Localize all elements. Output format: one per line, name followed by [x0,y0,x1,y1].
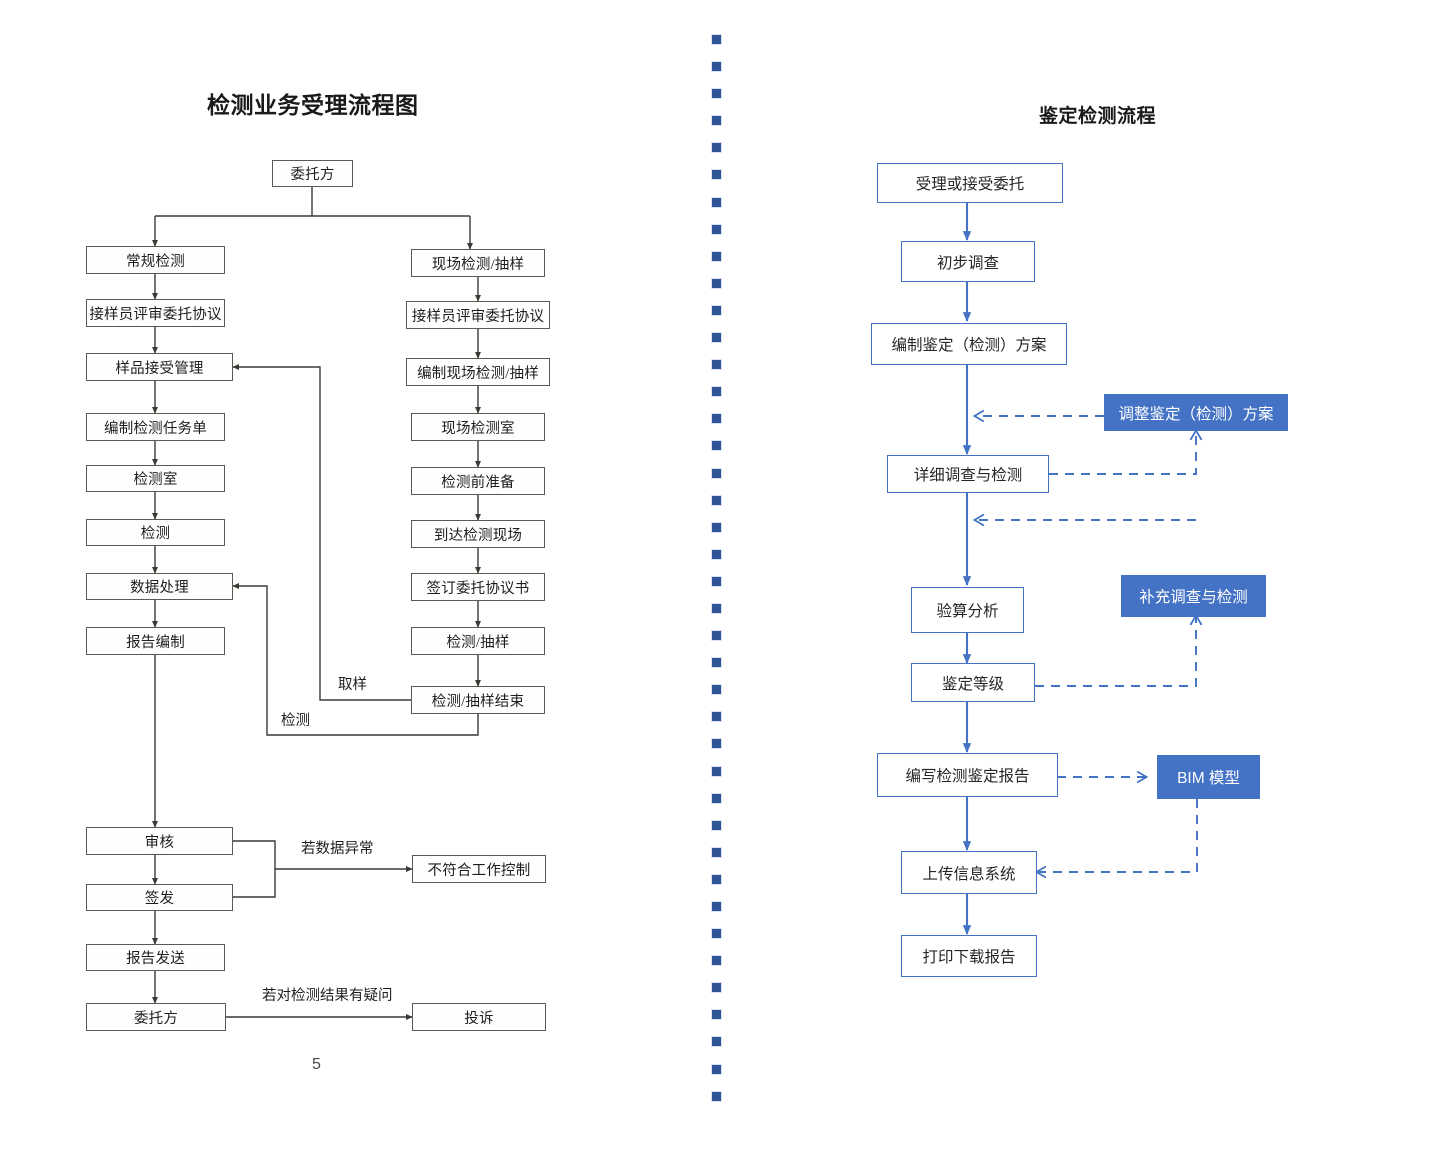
left-node-test-sample-end[interactable]: 检测/抽样结束 [411,686,545,714]
left-node-routine[interactable]: 常规检测 [86,246,225,274]
left-node-review-right[interactable]: 接样员评审委托协议 [406,301,550,329]
left-node-report-prepare[interactable]: 报告编制 [86,627,225,655]
left-node-pre-test[interactable]: 检测前准备 [411,467,545,495]
left-node-onsite-lab[interactable]: 现场检测室 [411,413,545,441]
left-node-prep-onsite[interactable]: 编制现场检测/抽样 [406,358,550,386]
right-node-plan[interactable]: 编制鉴定（检测）方案 [871,323,1067,365]
right-node-calc[interactable]: 验算分析 [911,587,1024,633]
left-edge-label-data-abnormal: 若数据异常 [301,841,374,857]
right-node-upload[interactable]: 上传信息系统 [901,851,1037,894]
right-node-bim[interactable]: BIM 模型 [1157,755,1260,799]
right-node-prelim[interactable]: 初步调查 [901,241,1035,282]
vertical-dotted-divider-icon [711,34,724,1106]
right-node-adjust-plan[interactable]: 调整鉴定（检测）方案 [1104,394,1288,431]
left-node-complaint[interactable]: 投诉 [412,1003,546,1031]
left-node-onsite[interactable]: 现场检测/抽样 [411,249,545,277]
left-node-audit[interactable]: 审核 [86,827,233,855]
left-node-client-top[interactable]: 委托方 [272,160,353,187]
left-node-noncompliance[interactable]: 不符合工作控制 [412,855,546,883]
left-node-task-sheet[interactable]: 编制检测任务单 [86,413,225,441]
left-node-sign-agreement[interactable]: 签订委托协议书 [411,573,545,601]
left-edge-label-detection: 检测 [281,713,310,729]
right-node-extra-survey[interactable]: 补充调查与检测 [1121,575,1266,617]
page-number: 5 [312,1056,321,1073]
right-node-write-report[interactable]: 编写检测鉴定报告 [877,753,1058,797]
left-edge-label-result-doubt: 若对检测结果有疑问 [262,988,393,1004]
left-node-lab[interactable]: 检测室 [86,465,225,492]
left-node-issue[interactable]: 签发 [86,884,233,911]
right-node-accept[interactable]: 受理或接受委托 [877,163,1063,203]
right-chart-title: 鉴定检测流程 [1039,106,1157,127]
right-node-print[interactable]: 打印下载报告 [901,935,1037,977]
left-node-testing[interactable]: 检测 [86,519,225,546]
left-node-sample-accept[interactable]: 样品接受管理 [86,353,233,381]
left-chart-title: 检测业务受理流程图 [207,92,419,118]
right-node-detail-survey[interactable]: 详细调查与检测 [887,455,1049,493]
left-node-test-sample[interactable]: 检测/抽样 [411,627,545,655]
left-node-client-bottom[interactable]: 委托方 [86,1003,226,1031]
left-edge-label-sampling: 取样 [338,677,367,693]
left-node-data-process[interactable]: 数据处理 [86,573,233,600]
right-node-grade[interactable]: 鉴定等级 [911,663,1035,702]
left-node-report-send[interactable]: 报告发送 [86,944,225,971]
left-node-arrive-site[interactable]: 到达检测现场 [411,520,545,548]
left-node-review-left[interactable]: 接样员评审委托协议 [86,299,225,327]
